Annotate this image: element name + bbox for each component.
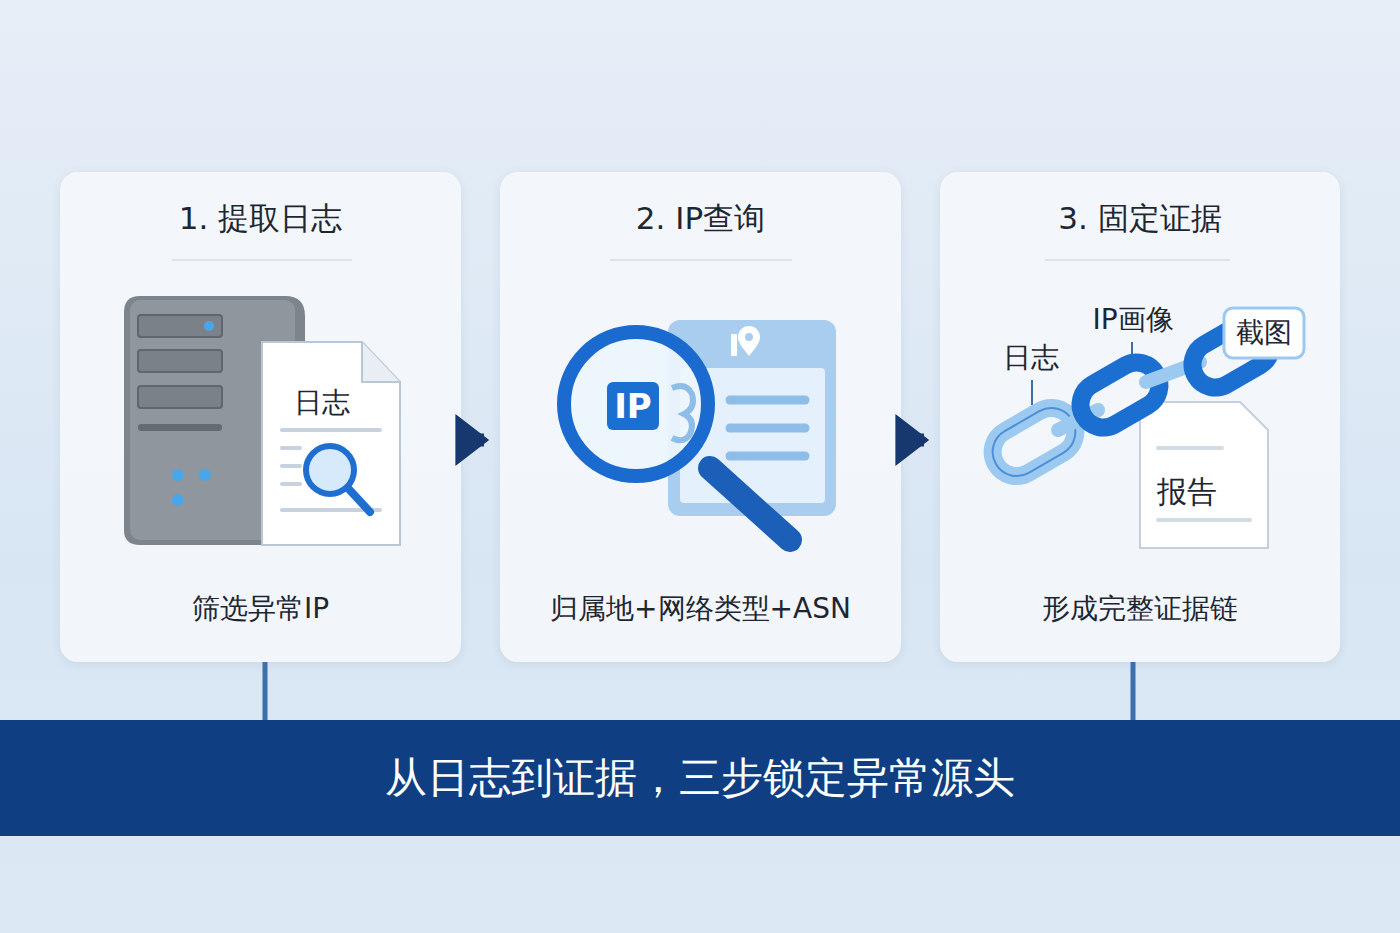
step-desc: 筛选异常IP: [66, 590, 455, 628]
summary-band: 从日志到证据，三步锁定异常源头: [0, 720, 1400, 836]
ip-icon-text: IP: [614, 386, 652, 426]
step-desc: 归属地+网络类型+ASN: [506, 590, 895, 628]
step-title: 1. 提取日志: [60, 198, 461, 240]
step-card: 1. 提取日志筛选异常IP: [60, 172, 461, 662]
step-desc: 形成完整证据链: [946, 590, 1334, 628]
flow-arrow: [903, 434, 924, 447]
step-title: 3. 固定证据: [940, 198, 1340, 240]
step-card: 2. IP查询归属地+网络类型+ASN: [500, 172, 901, 662]
connector-line: [263, 662, 268, 720]
chain-label: IP画像: [1092, 301, 1173, 339]
flow-arrow: [463, 434, 484, 447]
chain-label: 截图: [1236, 314, 1292, 352]
step-title: 2. IP查询: [500, 198, 901, 240]
step-card: 3. 固定证据形成完整证据链: [940, 172, 1340, 662]
band-text: 从日志到证据，三步锁定异常源头: [0, 750, 1400, 806]
chain-label: 日志: [1003, 339, 1059, 377]
doc-label: 日志: [294, 384, 350, 422]
report-label: 报告: [1157, 472, 1217, 513]
connector-line: [1131, 662, 1136, 720]
